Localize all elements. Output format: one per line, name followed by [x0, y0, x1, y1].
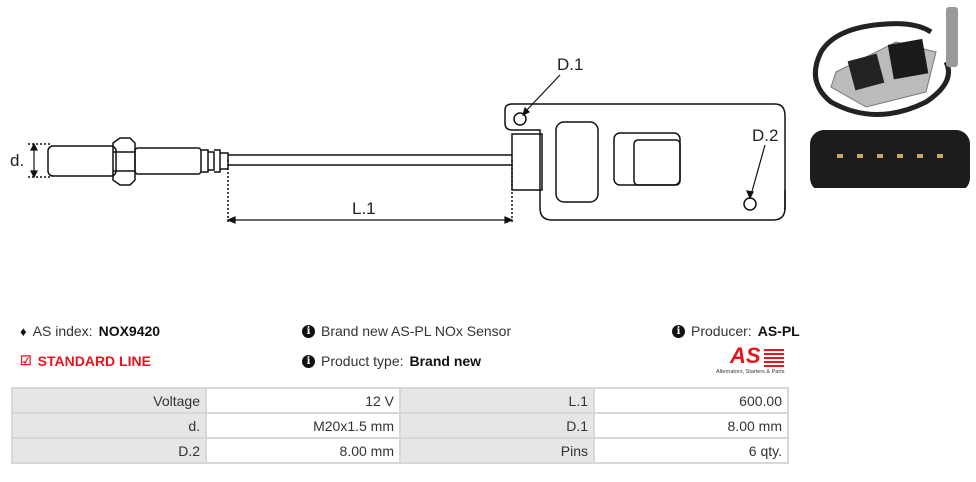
checkbox-icon: ☑: [20, 353, 32, 368]
standard-line-badge: ☑ STANDARD LINE: [20, 353, 151, 369]
hex-nut: [112, 137, 136, 186]
spec-label: Voltage: [11, 387, 207, 414]
info-icon: i: [302, 324, 315, 338]
as-index: ♦ AS index: NOX9420: [20, 323, 160, 339]
product-photo: [806, 2, 971, 120]
logo-tagline: Alternators, Starters & Parts: [716, 369, 785, 375]
plug-socket-2-inner: [633, 139, 681, 186]
sensor-tube: [134, 147, 202, 175]
l1-label: L.1: [352, 199, 376, 218]
connector-block: [511, 133, 543, 191]
d1-leader: [524, 74, 561, 113]
product-type: i Product type: Brand new: [302, 353, 481, 369]
producer-value: AS-PL: [757, 323, 800, 339]
sensor-rings: [201, 149, 229, 173]
description-text: Brand new AS-PL NOx Sensor: [321, 323, 512, 339]
mount-hole-d1: [513, 112, 527, 126]
producer: i Producer: AS-PL: [672, 323, 800, 339]
spec-value: 8.00 mm: [205, 437, 401, 464]
d2-label: D.2: [752, 126, 778, 145]
l1-arrowheads: [226, 216, 514, 224]
logo-text: AS: [730, 343, 761, 368]
d1-arrowhead: [522, 106, 531, 117]
as-index-value: NOX9420: [98, 323, 161, 339]
description: i Brand new AS-PL NOx Sensor: [302, 323, 511, 339]
as-index-label: AS index:: [32, 323, 93, 339]
producer-label: Producer:: [691, 323, 752, 339]
tags-icon: ♦: [20, 323, 27, 339]
plug-socket-2: [613, 132, 681, 186]
d2-leader: [750, 144, 766, 196]
housing-body: [504, 103, 786, 221]
standard-line-label: STANDARD LINE: [37, 353, 151, 369]
spec-value: 600.00: [593, 387, 789, 414]
spec-label: D.2: [11, 437, 207, 464]
spec-value: 12 V: [205, 387, 401, 414]
spec-value: 8.00 mm: [593, 412, 789, 439]
d1-label: D.1: [557, 55, 583, 74]
d2-arrowhead: [746, 190, 754, 200]
spec-label: Pins: [399, 437, 595, 464]
spec-label: L.1: [399, 387, 595, 414]
sensor-probe-tip: [47, 145, 117, 177]
spec-label: D.1: [399, 412, 595, 439]
info-icon: i: [672, 324, 685, 338]
sensor-cable: [228, 154, 512, 166]
spec-value: 6 qty.: [593, 437, 789, 464]
product-type-value: Brand new: [409, 353, 482, 369]
connector-photo: [806, 124, 971, 188]
d-label: d.: [10, 151, 24, 170]
plug-socket-1: [555, 121, 599, 203]
spec-value: M20x1.5 mm: [205, 412, 401, 439]
spec-label: d.: [11, 412, 207, 439]
mount-hole-d2: [743, 197, 757, 211]
sensor-dimension-diagram: d. L.1 D.1 D.2: [10, 55, 786, 224]
product-type-label: Product type:: [321, 353, 404, 369]
info-icon: i: [302, 354, 315, 368]
as-pl-logo: AS Alternators, Starters & Parts: [716, 343, 792, 379]
d-arrowheads: [30, 142, 38, 179]
